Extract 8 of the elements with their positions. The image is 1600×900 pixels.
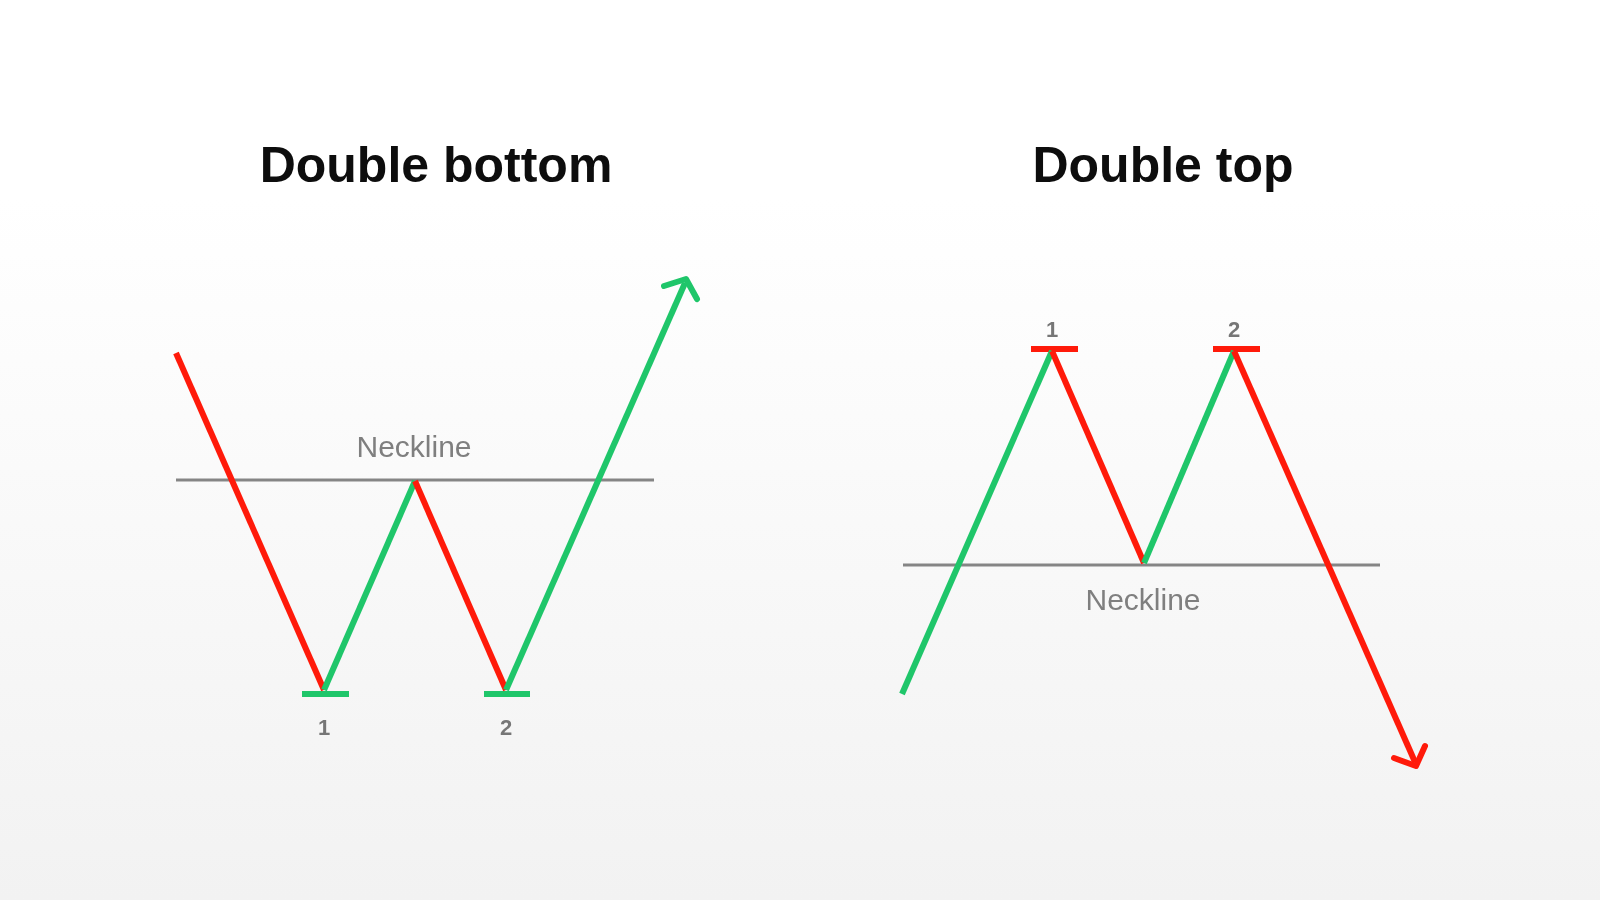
peak-number: 1 xyxy=(1045,319,1059,341)
bottom-number: 2 xyxy=(499,717,513,739)
neckline-label: Neckline xyxy=(356,432,472,462)
bottom-number: 1 xyxy=(317,717,331,739)
panel-heading: Double top xyxy=(1032,140,1294,190)
neckline-label: Neckline xyxy=(1085,585,1201,615)
peak-number: 2 xyxy=(1227,319,1241,341)
panel-heading: Double bottom xyxy=(259,140,613,190)
